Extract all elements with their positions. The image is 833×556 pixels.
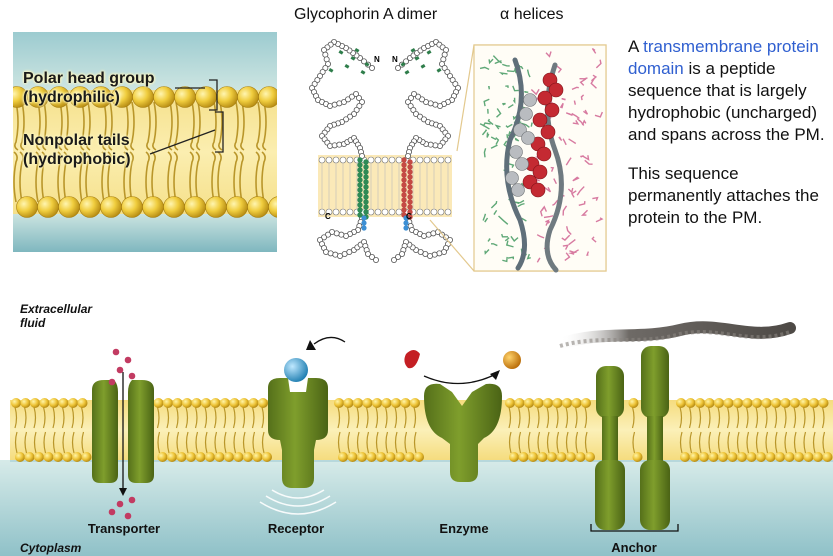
- enzyme-protein: [404, 350, 521, 482]
- head-ball: [121, 196, 143, 218]
- head-ball: [258, 86, 277, 108]
- explanation-paragraph-1: A transmembrane protein domain is a pept…: [628, 36, 828, 146]
- ligand-ball: [284, 358, 308, 382]
- extracellular-fiber: [554, 321, 796, 350]
- transmembrane-domain-term: transmembrane protein domain: [628, 37, 819, 78]
- lipid-bilayer-illustration: [13, 32, 277, 252]
- enzyme-label: Enzyme: [439, 521, 489, 536]
- substrate-shape: [404, 350, 420, 369]
- membrane-protein-diagram: [0, 321, 833, 556]
- head-ball: [237, 86, 259, 108]
- c-terminus-label-left: C: [325, 212, 331, 221]
- head-ball: [16, 196, 38, 218]
- head-ball: [100, 196, 122, 218]
- anchor-protein: [590, 346, 679, 532]
- head-ball: [153, 86, 175, 108]
- head-ball: [37, 196, 59, 218]
- enzyme-arrow: [423, 373, 497, 385]
- explanation-text: A transmembrane protein domain is a pept…: [628, 36, 828, 246]
- ligand-arrow: [313, 336, 346, 345]
- head-ball: [268, 196, 277, 218]
- lipid-bilayer-panel: Polar head group (hydrophilic) Nonpolar …: [13, 32, 277, 252]
- anchor-label: Anchor: [611, 540, 657, 555]
- p1-prefix: A: [628, 37, 644, 56]
- head-ball: [247, 196, 269, 218]
- head-ball: [79, 196, 101, 218]
- transported-molecules: [108, 348, 136, 520]
- head-ball: [142, 196, 164, 218]
- explanation-paragraph-2: This sequence permanently attaches the p…: [628, 164, 819, 227]
- head-ball: [174, 86, 196, 108]
- head-ball: [163, 196, 185, 218]
- glyco-membrane-band: [318, 155, 452, 217]
- head-ball: [216, 86, 238, 108]
- alpha-helix-panel: [429, 44, 607, 273]
- receptor-protein: [259, 336, 346, 515]
- alpha-helices-title: α helices: [500, 6, 564, 23]
- head-ball: [58, 196, 80, 218]
- signal-waves: [259, 489, 337, 515]
- anchor-bracket: [590, 524, 679, 532]
- glycophorin-title: Glycophorin A dimer: [294, 6, 438, 23]
- head-ball: [205, 196, 227, 218]
- cytoplasm-label: Cytoplasm: [20, 541, 82, 555]
- transporter-protein: [92, 372, 154, 496]
- c-terminus-label-right: C: [406, 212, 412, 221]
- nonpolar-tail-label: Nonpolar tails (hydrophobic): [23, 132, 131, 168]
- transporter-label: Transporter: [87, 521, 161, 536]
- extracellular-fluid-label: Extracellular fluid: [20, 302, 93, 330]
- receptor-label: Receptor: [267, 521, 325, 536]
- head-ball: [195, 86, 217, 108]
- product-ball: [503, 351, 521, 369]
- polar-head-label: Polar head group (hydrophilic): [23, 70, 155, 106]
- glycophorin-dimer-diagram: N N C C: [308, 38, 461, 263]
- p1-suffix: is a peptide sequence that is largely hy…: [628, 59, 825, 144]
- n-terminus-label-left: N: [374, 55, 380, 64]
- head-ball: [226, 196, 248, 218]
- n-terminus-label-right: N: [392, 55, 398, 64]
- cytoplasm-region: [0, 460, 833, 556]
- head-ball: [184, 196, 206, 218]
